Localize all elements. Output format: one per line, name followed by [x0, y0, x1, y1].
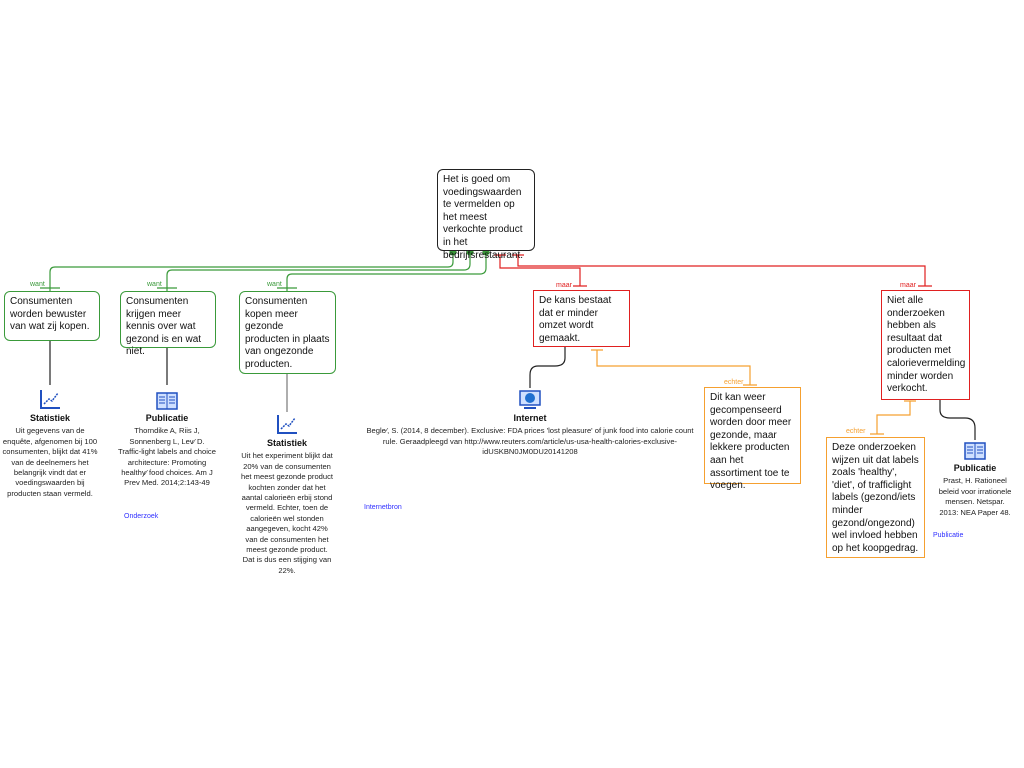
statistics-icon	[277, 415, 297, 434]
rebuttal-1[interactable]: Dit kan weer gecompenseerd worden door m…	[704, 387, 801, 491]
relation-label: maar	[556, 282, 572, 289]
source-type: Statistiek	[266, 438, 308, 448]
source-link[interactable]: Publicatie	[933, 532, 964, 539]
book-icon	[156, 392, 178, 410]
source-type: Statistiek	[29, 413, 71, 423]
internet-icon	[519, 390, 541, 409]
source-type: Publicatie	[145, 413, 189, 423]
relation-label: maar	[900, 282, 916, 289]
relation-label: want	[267, 281, 282, 288]
source-text: Uit het experiment blijkt dat 20% van de…	[240, 451, 334, 575]
pro-argument-1[interactable]: Consumenten worden bewuster van wat zij …	[4, 291, 100, 341]
source-type: Internet	[513, 413, 547, 423]
con-argument-1[interactable]: De kans bestaat dat er minder omzet word…	[533, 290, 630, 347]
book-icon	[964, 442, 986, 460]
relation-label: echter	[846, 428, 866, 435]
source-link[interactable]: Internetbron	[364, 504, 402, 511]
relation-label: want	[30, 281, 45, 288]
root-claim[interactable]: Het is goed om voedingswaarden te vermel…	[437, 169, 535, 261]
pro-argument-3[interactable]: Consumenten kopen meer gezonde producten…	[239, 291, 336, 374]
source-text: Thorndike A, Riis J, Sonnenberg L, Lev⁄ …	[118, 426, 216, 488]
relation-label: want	[147, 281, 162, 288]
source-link[interactable]: Onderzoek	[124, 513, 159, 520]
rebuttal-2[interactable]: Deze onderzoeken wijzen uit dat labels z…	[826, 437, 925, 558]
source-text: Uit gegevens van de enquête, afgenomen b…	[2, 426, 98, 498]
source-text: Prast, H. Rationeel beleid voor irration…	[938, 476, 1012, 517]
statistics-icon	[40, 390, 60, 409]
con-argument-2[interactable]: Niet alle onderzoeken hebben als resulta…	[881, 290, 970, 400]
source-type: Publicatie	[953, 463, 997, 473]
source-text: Begle⁄, S. (2014, 8 december). Exclusive…	[366, 426, 694, 457]
pro-argument-2[interactable]: Consumenten krijgen meer kennis over wat…	[120, 291, 216, 357]
relation-label: echter	[724, 379, 744, 386]
